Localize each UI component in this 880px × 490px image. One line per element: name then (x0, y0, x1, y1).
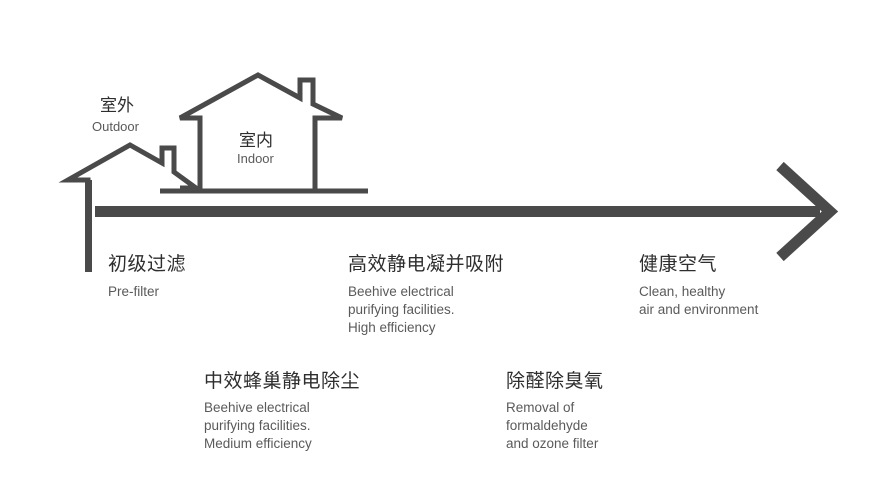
stage-formaldehyde-desc-line: formaldehyde (506, 418, 588, 433)
arrow-head (776, 161, 839, 262)
stage-prefilter-desc: Pre-filter (108, 283, 159, 301)
stage-high-title: 高效静电凝并吸附 (348, 253, 505, 275)
stage-medium-desc: Beehive electrical purifying facilities.… (204, 399, 312, 453)
stage-medium-desc-line: Beehive electrical (204, 400, 310, 415)
stage-medium-title: 中效蜂巢静电除尘 (204, 370, 361, 392)
stage-high-desc: Beehive electrical purifying facilities.… (348, 283, 455, 337)
stage-high-desc-line: High efficiency (348, 320, 436, 335)
stage-formaldehyde-desc: Removal of formaldehyde and ozone filter (506, 399, 598, 453)
outdoor-label-zh: 室外 (100, 96, 134, 116)
timeline-bar (95, 206, 820, 217)
stage-medium-desc-line: Medium efficiency (204, 436, 312, 451)
stage-healthy-air-desc-line: air and environment (639, 302, 759, 317)
stage-prefilter-desc-line: Pre-filter (108, 284, 160, 299)
stage-high-desc-line: purifying facilities. (348, 302, 455, 317)
stage-formaldehyde-desc-line: Removal of (506, 400, 575, 415)
stage-healthy-air-title: 健康空气 (639, 253, 718, 275)
stage-healthy-air-desc: Clean, healthy air and environment (639, 283, 758, 319)
stage-healthy-air-desc-line: Clean, healthy (639, 284, 726, 299)
stage-medium-desc-line: purifying facilities. (204, 418, 311, 433)
outdoor-label-en: Outdoor (92, 119, 139, 134)
indoor-label-en: Indoor (237, 151, 274, 166)
stage-prefilter-title: 初级过滤 (108, 253, 187, 275)
stage-formaldehyde-title: 除醛除臭氧 (506, 370, 604, 392)
stage-formaldehyde-desc-line: and ozone filter (506, 436, 599, 451)
outdoor-house-icon (58, 142, 204, 272)
stage-high-desc-line: Beehive electrical (348, 284, 454, 299)
indoor-house-icon (160, 72, 368, 194)
indoor-label-zh: 室内 (239, 131, 273, 151)
